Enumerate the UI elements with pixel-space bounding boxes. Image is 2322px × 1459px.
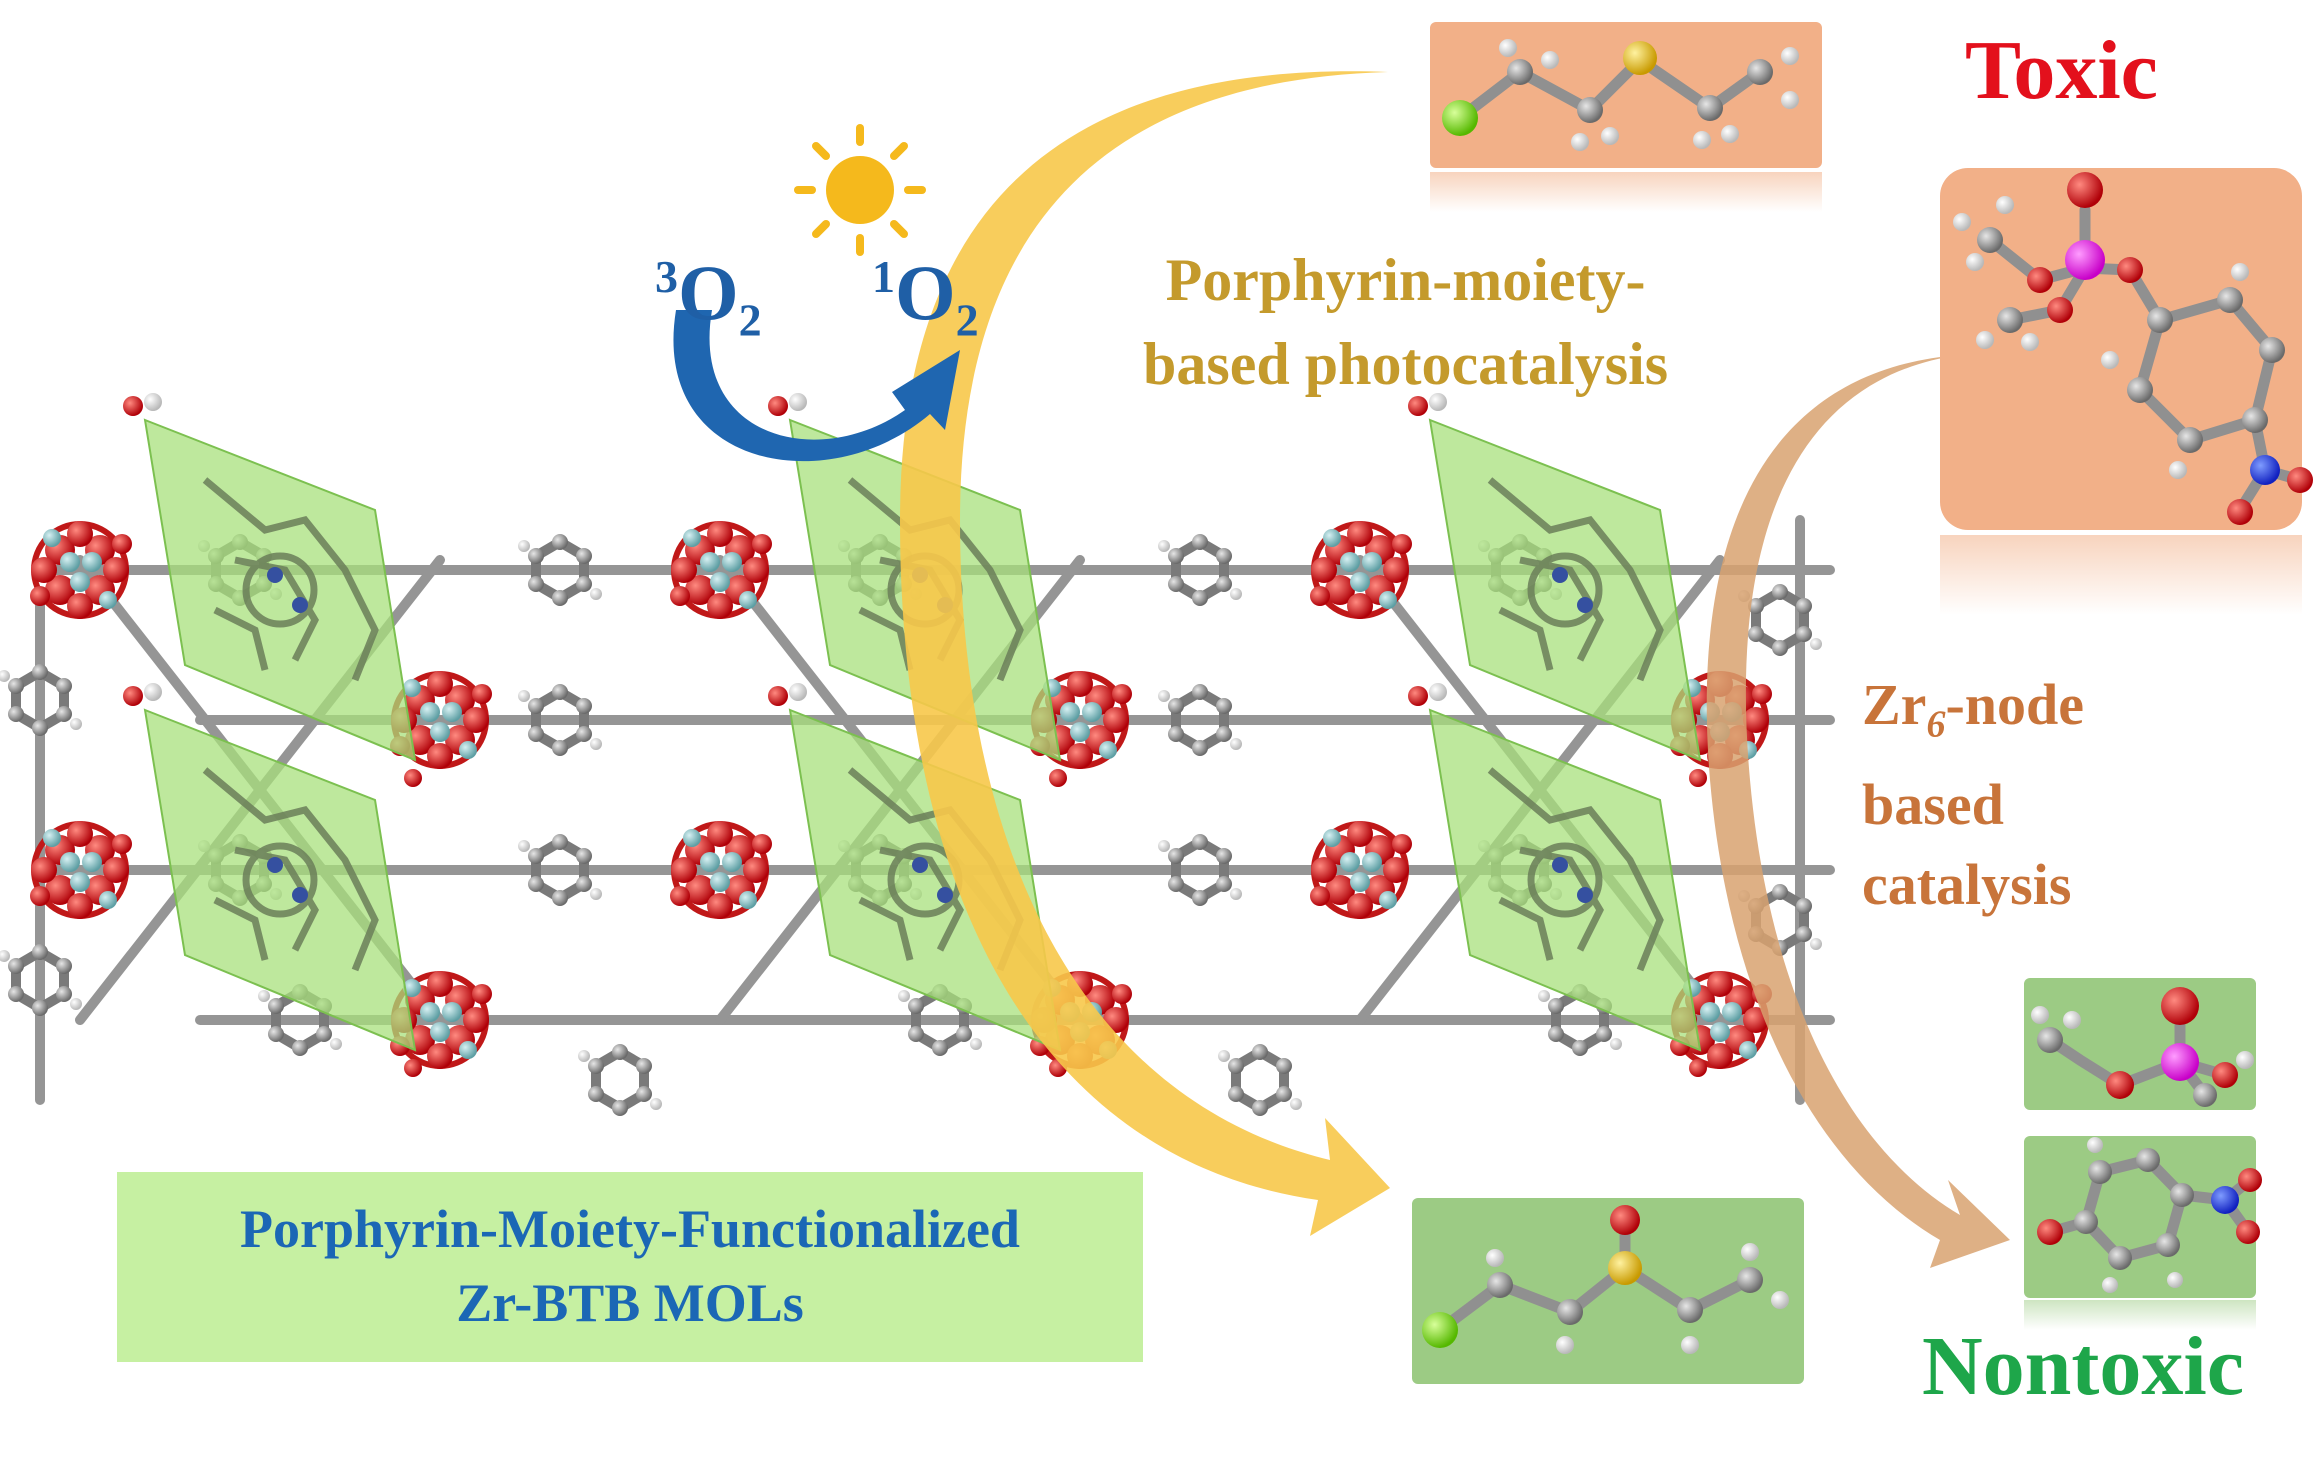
photocatalysis-line1: Porphyrin-moiety-	[1165, 247, 1646, 313]
zr-node-line2: based	[1862, 771, 2004, 837]
triplet-oxygen-label: 3O2	[655, 248, 762, 347]
triplet-superscript: 3	[655, 251, 678, 302]
zr-node-suffix: -node	[1945, 672, 2085, 737]
nontoxic-sulfoxide-molecule	[1412, 1198, 1804, 1384]
photocatalysis-arrow	[900, 71, 1390, 1237]
photocatalysis-line2: based photocatalysis	[1143, 331, 1669, 397]
nontoxic-label: Nontoxic	[1922, 1320, 2244, 1413]
zr-node-line3: catalysis	[1862, 851, 2072, 917]
mol-title-line1: Porphyrin-Moiety-Functionalized	[240, 1199, 1020, 1259]
zr-node-label: Zr6-node based catalysis	[1862, 665, 2084, 925]
zr-node-line1: Zr6-node	[1862, 665, 2084, 765]
mof-framework	[0, 393, 1835, 1116]
photocatalysis-label: Porphyrin-moiety- based photocatalysis	[1143, 238, 1668, 406]
zr-subscript: 6	[1926, 703, 1946, 746]
singlet-oxygen-symbol: O	[895, 249, 956, 336]
nontoxic-phosphate-molecule	[2024, 978, 2256, 1110]
nontoxic-nitrophenol-molecule	[2024, 1136, 2262, 1330]
triplet-oxygen-symbol: O	[678, 249, 739, 336]
zr-node-catalysis-arrow	[1706, 355, 2010, 1268]
singlet-oxygen-subscript: 2	[955, 294, 979, 346]
singlet-oxygen-label: 1O2	[872, 248, 979, 347]
zr-symbol: Zr	[1862, 672, 1927, 737]
mol-title-line2: Zr-BTB MOLs	[456, 1273, 804, 1333]
toxic-sulfide-molecule	[1430, 22, 1822, 212]
singlet-superscript: 1	[872, 251, 895, 302]
mol-title-box: Porphyrin-Moiety-Functionalized Zr-BTB M…	[117, 1172, 1143, 1362]
toxic-organophosphate-molecule	[1940, 168, 2313, 615]
sun-icon	[794, 124, 926, 256]
triplet-oxygen-subscript: 2	[738, 294, 762, 346]
toxic-label: Toxic	[1965, 24, 2158, 117]
oxygen-conversion-arrow	[673, 310, 960, 462]
